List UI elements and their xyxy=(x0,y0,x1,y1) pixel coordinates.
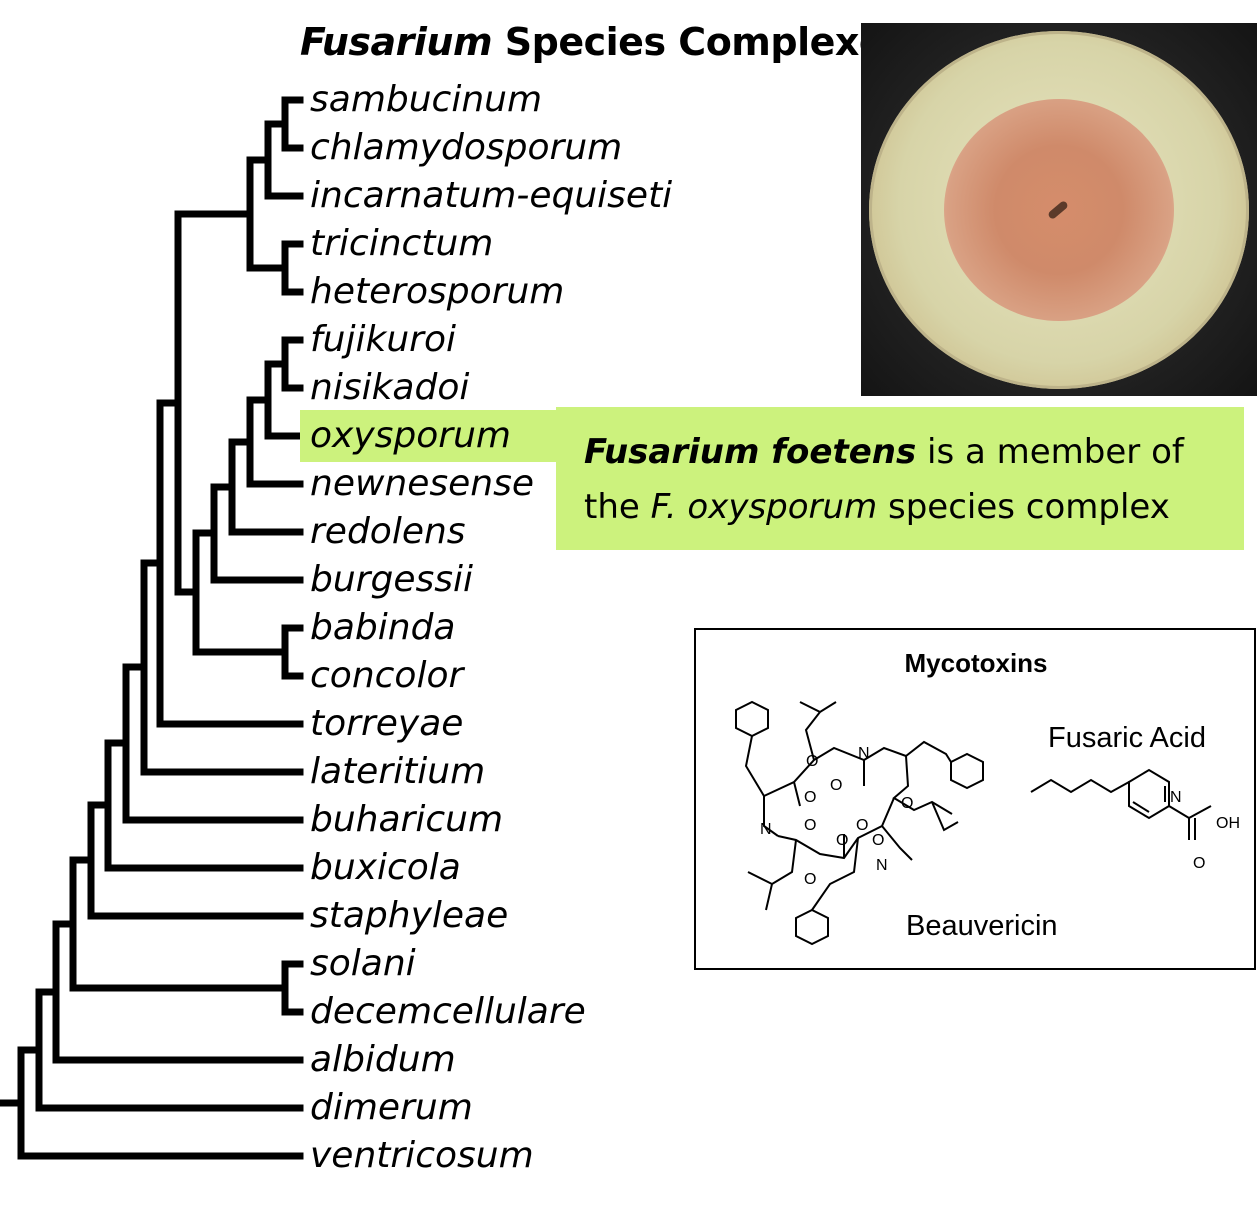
taxon-label-burgessii: burgessii xyxy=(310,559,473,600)
taxon-label-staphyleae: staphyleae xyxy=(310,895,509,936)
beauvericin-label: Beauvericin xyxy=(906,910,1058,942)
title-genus: Fusarium xyxy=(300,20,493,64)
chemical-structures: N O OH N N N O O O O O O O O O xyxy=(735,700,1240,946)
taxon-label-dimerum: dimerum xyxy=(310,1087,473,1128)
taxon-label-newnesense: newnesense xyxy=(310,463,534,504)
taxon-label-fujikuroi: fujikuroi xyxy=(310,319,456,360)
callout-text-2c: species complex xyxy=(877,487,1170,527)
taxon-label-nisikadoi: nisikadoi xyxy=(310,367,470,408)
taxon-label-incarnatum-equiseti: incarnatum-equiseti xyxy=(310,175,673,216)
taxon-label-solani: solani xyxy=(310,943,416,984)
taxon-label-chlamydosporum: chlamydosporum xyxy=(310,127,623,168)
callout-text-2a: the xyxy=(584,487,651,527)
fusaric-acid-label: Fusaric Acid xyxy=(1048,722,1206,754)
taxon-label-buharicum: buharicum xyxy=(310,799,504,840)
taxon-label-lateritium: lateritium xyxy=(310,751,486,792)
svg-text:O: O xyxy=(872,832,884,849)
taxon-label-sambucinum: sambucinum xyxy=(310,79,543,120)
figure-title: Fusarium Species Complexes xyxy=(300,20,907,64)
callout-text-1: is a member of xyxy=(916,432,1184,472)
callout-text-2b: F. oxysporum xyxy=(650,487,878,527)
taxon-label-buxicola: buxicola xyxy=(310,847,461,888)
svg-text:O: O xyxy=(804,871,816,888)
taxon-label-heterosporum: heterosporum xyxy=(310,271,565,312)
svg-text:OH: OH xyxy=(1216,815,1240,832)
title-rest: Species Complexes xyxy=(492,20,907,64)
svg-text:O: O xyxy=(836,832,848,849)
svg-text:O: O xyxy=(830,777,842,794)
callout-box: Fusarium foetens is a member of the F. o… xyxy=(556,407,1244,550)
svg-text:N: N xyxy=(876,857,888,874)
svg-text:O: O xyxy=(856,817,868,834)
mycotoxins-title: Mycotoxins xyxy=(904,648,1048,678)
petri-dish-photo xyxy=(861,23,1257,396)
svg-text:N: N xyxy=(760,821,772,838)
mycotoxins-box: Mycotoxins Fusaric Acid Beauvericin xyxy=(694,628,1256,970)
svg-text:O: O xyxy=(806,753,818,770)
fusaric-acid-structure xyxy=(1030,768,1212,840)
svg-text:O: O xyxy=(804,789,816,806)
taxon-label-redolens: redolens xyxy=(310,511,466,552)
taxon-label-babinda: babinda xyxy=(310,607,456,648)
svg-text:O: O xyxy=(1193,855,1205,872)
petri-plate xyxy=(869,31,1249,389)
taxon-label-ventricosum: ventricosum xyxy=(310,1135,534,1176)
taxon-label-tricinctum: tricinctum xyxy=(310,223,494,264)
taxon-label-torreyae: torreyae xyxy=(310,703,464,744)
taxon-label-oxysporum: oxysporum xyxy=(310,415,511,456)
taxon-label-concolor: concolor xyxy=(310,655,464,696)
callout-species: Fusarium foetens xyxy=(584,432,917,472)
svg-text:O: O xyxy=(901,795,913,812)
svg-text:O: O xyxy=(804,817,816,834)
oxysporum-highlight xyxy=(300,410,558,462)
taxon-label-albidum: albidum xyxy=(310,1039,456,1080)
svg-text:N: N xyxy=(858,745,870,762)
taxon-label-decemcellulare: decemcellulare xyxy=(310,991,586,1032)
beauvericin-structure xyxy=(735,700,984,946)
svg-text:N: N xyxy=(1170,789,1182,806)
